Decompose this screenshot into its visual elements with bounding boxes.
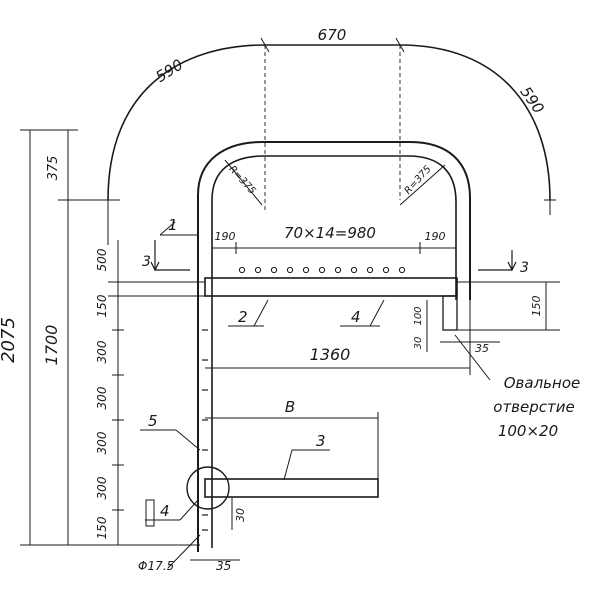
oval-note-leader — [454, 334, 491, 381]
small-bracket-left — [145, 499, 155, 527]
dim-b: B — [285, 398, 295, 416]
dim-rungs: 70×14=980 — [284, 224, 376, 242]
dim-diameter: Φ17.5 — [138, 559, 174, 573]
hole — [254, 266, 262, 274]
radius-leader-left — [224, 159, 263, 206]
hole — [318, 266, 326, 274]
dim-height-total: 2075 — [0, 317, 19, 363]
ladder-hoop-outer — [197, 141, 471, 552]
detail-circle — [186, 466, 230, 510]
dim-right-30: 30 — [413, 337, 424, 350]
hole — [302, 266, 310, 274]
hole — [350, 266, 358, 274]
dim-offset-left: 190 — [215, 230, 236, 243]
dim-right-150: 150 — [530, 296, 543, 317]
dim-seg-150-lower: 150 — [95, 516, 109, 539]
hole — [366, 266, 374, 274]
rail-marks — [202, 329, 208, 531]
dim-seg-300-a: 300 — [95, 340, 109, 363]
hole — [398, 266, 406, 274]
part5-leader-diag — [175, 429, 201, 451]
dim-seg-500: 500 — [95, 248, 109, 271]
hole — [382, 266, 390, 274]
part4-upper-leader-diag — [369, 299, 385, 327]
dim-seg-300-d: 300 — [95, 476, 109, 499]
part3-leader-diag — [283, 449, 293, 481]
dim-right-100: 100 — [413, 306, 424, 325]
part2-leader-diag — [253, 299, 269, 327]
part4-lower-leader-diag — [179, 499, 199, 521]
dim-bottom-30: 30 — [234, 508, 247, 522]
part-4-lower-label: 4 — [160, 502, 170, 520]
dim-top-width: 670 — [318, 26, 347, 44]
oval-note-line2: отверстие — [493, 398, 574, 416]
dim-seg-150-upper: 150 — [95, 294, 109, 317]
section-mark-left — [150, 240, 190, 272]
dim-height-top: 375 — [46, 156, 61, 181]
dim-seg-300-c: 300 — [95, 431, 109, 454]
outer-dimension-arc — [107, 44, 551, 201]
part-2-label: 2 — [238, 308, 248, 326]
dim-arc-left: 590 — [152, 56, 186, 86]
dim-seg-300-b: 300 — [95, 386, 109, 409]
diameter-leader — [167, 534, 201, 569]
dim-radius-right: R=375 — [403, 164, 434, 197]
dim-height-main: 1700 — [42, 325, 61, 366]
dim-right-35: 35 — [475, 342, 489, 355]
ladder-hoop-inner — [211, 155, 457, 548]
dim-bottom-35: 35 — [216, 559, 231, 573]
section-label-right: 3 — [520, 260, 529, 276]
hole — [270, 266, 278, 274]
oval-note-line3: 100×20 — [498, 422, 558, 440]
hole — [286, 266, 294, 274]
part-1-label: 1 — [168, 216, 178, 234]
part-5-label: 5 — [148, 412, 158, 430]
section-label-left: 3 — [142, 254, 151, 270]
part-4-upper-label: 4 — [351, 308, 361, 326]
section-mark-right — [478, 250, 517, 272]
dim-radius-left: R=375 — [226, 164, 257, 197]
dim-1360: 1360 — [310, 345, 351, 364]
upper-platform-bar — [204, 277, 458, 297]
dim-arc-right: 590 — [517, 83, 548, 117]
hole — [238, 266, 246, 274]
hole — [334, 266, 342, 274]
right-bracket — [442, 295, 458, 331]
lower-platform-bar — [204, 478, 379, 498]
dim-offset-right: 190 — [425, 230, 446, 243]
part-3-label: 3 — [316, 432, 326, 450]
hole-row — [238, 266, 406, 274]
part1-leader-diag — [159, 221, 176, 236]
radius-leader-right — [399, 164, 446, 206]
oval-note-line1: Овальное — [504, 374, 580, 392]
